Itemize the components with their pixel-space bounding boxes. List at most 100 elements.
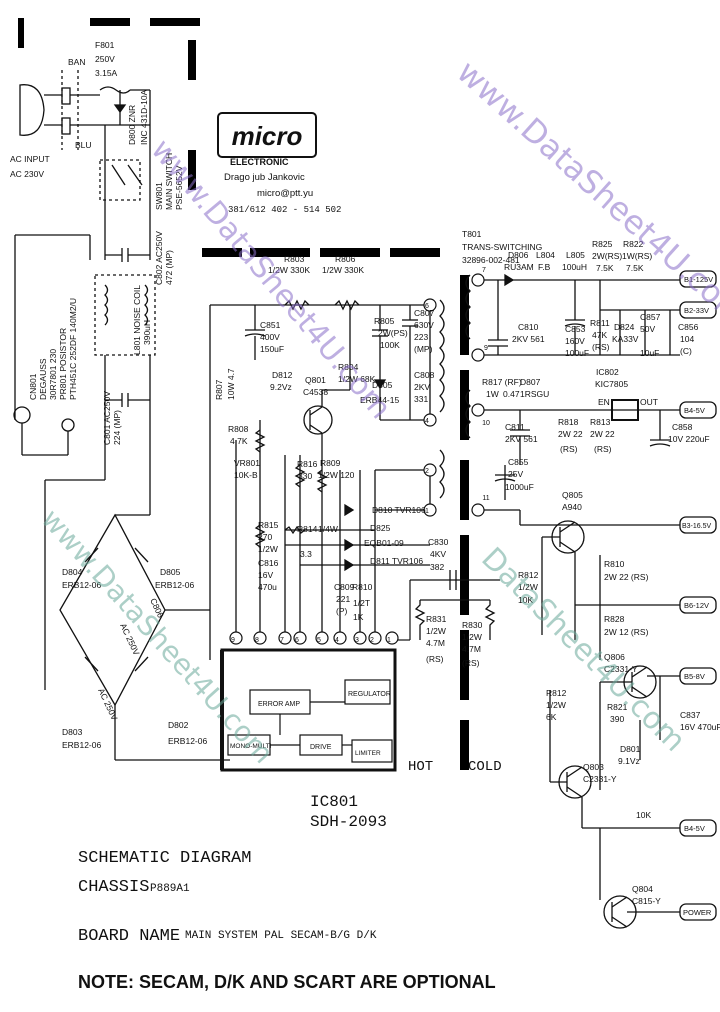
out-b6: B6-12V: [684, 601, 709, 610]
c837-label: C837: [680, 710, 701, 720]
r814-label: R814: [297, 524, 318, 534]
watermark-1: www.DataSheet4U.com: [450, 53, 720, 333]
chassis-label: CHASSIS: [78, 878, 149, 897]
out-b4: B4-5V: [684, 406, 705, 415]
r811-type: (RS): [592, 342, 610, 352]
d802-label: D802: [168, 720, 189, 730]
title-block: SCHEMATIC DIAGRAM CHASSIS P889A1 BOARD N…: [78, 849, 496, 992]
bridge-cap-bot: AC 250V: [96, 687, 120, 722]
out-b4b: B4-5V: [684, 824, 705, 833]
fuse-rating1: 250V: [95, 54, 115, 64]
fuse-rating2: 3.15A: [95, 68, 118, 78]
ic-pin-4: 4: [335, 637, 339, 644]
ic-block-drive: DRIVE: [310, 744, 332, 751]
c857-label: C857: [640, 312, 661, 322]
t801-pin-10: 10: [482, 420, 490, 427]
c853-label: C853: [565, 324, 586, 334]
r816-label: R816: [297, 459, 318, 469]
ic-ref: IC801: [310, 793, 358, 811]
c851-label: C851: [260, 320, 281, 330]
ic-pin-5: 5: [317, 637, 321, 644]
r817-res: 0.47: [503, 389, 520, 399]
output-terminals: [679, 270, 717, 921]
r805-value: 2W(PS): [378, 328, 408, 338]
r805-res: 100K: [380, 340, 400, 350]
r831-res: 4.7M: [426, 638, 445, 648]
r812b-label: R812: [546, 688, 567, 698]
t801-pin-7: 7: [482, 267, 486, 274]
ic-part: SDH-2093: [310, 813, 387, 831]
c853-value: 100uF: [565, 348, 589, 358]
d812-value: 9.2Vz: [270, 382, 292, 392]
t801-pin-1: 1: [425, 508, 429, 515]
ic802-out: OUT: [640, 397, 658, 407]
c855-value: 1000uF: [505, 482, 534, 492]
conn-label: DEGAUSS: [38, 358, 48, 400]
terminal-b4b: [679, 819, 717, 837]
c855-voltage: 25V: [508, 469, 523, 479]
ic-pin-3: 3: [355, 637, 359, 644]
c856-value: 104: [680, 334, 694, 344]
micro-logo: micro: [217, 112, 317, 158]
r814-res: 3.3: [300, 549, 312, 559]
r815-label: R815: [258, 520, 279, 530]
c801-label: C801 AC250V: [102, 391, 112, 445]
r828-value: 2W 12 (RS): [604, 627, 649, 637]
r808-value: 4.7K: [230, 436, 248, 446]
r811-value: 47K: [592, 330, 607, 340]
author-name: Drago jub Jankovic: [224, 172, 305, 183]
conn-ref: CN801: [28, 373, 38, 400]
zener-label: D800 ZNR: [127, 105, 137, 145]
c851-value: 150uF: [260, 344, 284, 354]
l805-value: 100uH: [562, 262, 587, 272]
conn-part: 30R7801 230: [48, 349, 58, 400]
r818-value: 2W 22: [558, 429, 583, 439]
r822-res: 7.5K: [626, 263, 644, 273]
c830-value: 382: [430, 562, 444, 572]
t801-part: 32896-002-481: [462, 255, 520, 265]
r813-label: R813: [590, 417, 611, 427]
r817-value: 1W: [486, 389, 499, 399]
chassis-value: P889A1: [150, 883, 190, 895]
r818-label: R818: [558, 417, 579, 427]
r822-label: R822: [623, 239, 644, 249]
r811-label: R811: [590, 318, 610, 328]
posistor-part: PTH451C 252DF 140M2/U: [68, 298, 78, 400]
d807-label: D807: [520, 377, 541, 387]
d805b-label: D805: [372, 380, 393, 390]
terminal-b6: [679, 596, 717, 614]
r831-label: R831: [426, 614, 447, 624]
switch-label: MAIN SWITCH: [164, 153, 174, 210]
r825-value: 2W(RS): [592, 251, 622, 261]
t801-pin-2: 2: [425, 468, 429, 475]
r830-res: 4.7M: [462, 644, 481, 654]
c810-value: 2KV 561: [512, 334, 545, 344]
coil-value: 390uH: [142, 320, 152, 345]
c856-label: C856: [678, 322, 699, 332]
author-phone: 381/612 402 - 514 502: [228, 205, 341, 215]
r805-label: R805: [374, 316, 395, 326]
c809-value: 221: [336, 594, 350, 604]
r812a-value: 1/2W: [518, 582, 538, 592]
c807-voltage: 630V: [414, 320, 434, 330]
ic-hot-label: HOT: [408, 759, 433, 775]
l805-label: L805: [566, 250, 585, 260]
d805-label: D805: [160, 567, 181, 577]
r803-value: 1/2W 330K: [268, 265, 310, 275]
terminal-power: [679, 903, 717, 921]
r812b-res: 6K: [546, 712, 557, 722]
d806-part: RU3AM: [504, 262, 534, 272]
c808-label: C808: [414, 370, 435, 380]
ic-cold-label: COLD: [468, 759, 502, 775]
terminal-b1: [679, 270, 717, 288]
logo-text: micro: [232, 121, 303, 151]
r828-label: R828: [604, 614, 625, 624]
r812a-res: 10K: [518, 595, 533, 605]
q804-label: Q804: [632, 884, 653, 894]
r806-value: 1/2W 330K: [322, 265, 364, 275]
q801-part: C4538: [303, 387, 328, 397]
ic-pin-8: 8: [255, 637, 259, 644]
r813-type: (RS): [594, 444, 612, 454]
r822-value: 1W(RS): [622, 251, 652, 261]
